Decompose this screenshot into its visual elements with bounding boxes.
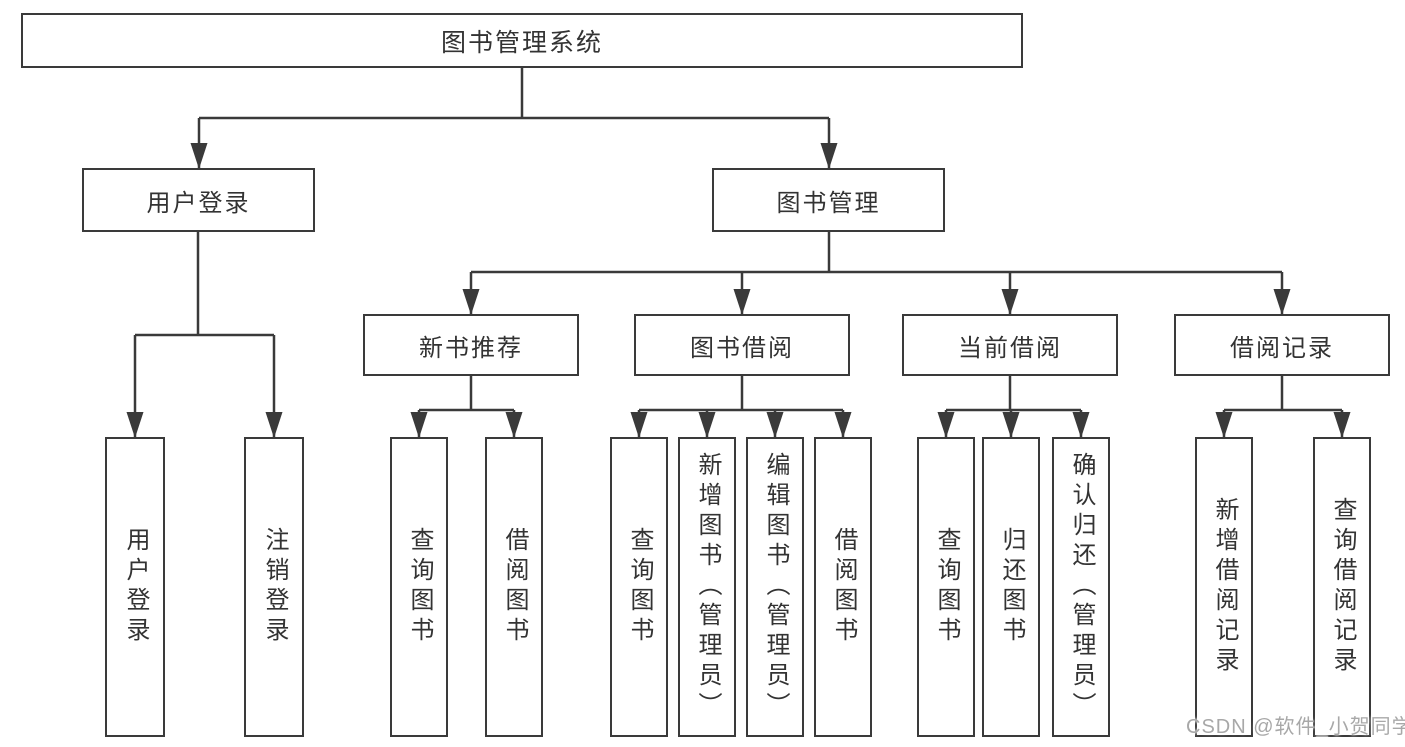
leaf-query-books-1: 查询图书 <box>390 437 448 737</box>
leaf-query-books-2: 查询图书 <box>610 437 668 737</box>
leaf-label: 查询图书 <box>933 527 960 647</box>
leaf-add-borrow-record: 新增借阅记录 <box>1195 437 1253 737</box>
leaf-query-borrow-record: 查询借阅记录 <box>1313 437 1371 737</box>
leaf-label: 借阅图书 <box>830 527 857 647</box>
leaf-label: 编辑图书（管理员） <box>762 452 789 722</box>
leaf-label: 新增图书（管理员） <box>694 452 721 722</box>
node-borrowing-records: 借阅记录 <box>1174 314 1390 376</box>
node-book-management: 图书管理 <box>712 168 945 232</box>
leaf-add-books-admin: 新增图书（管理员） <box>678 437 736 737</box>
leaf-confirm-return-admin: 确认归还（管理员） <box>1052 437 1110 737</box>
leaf-label: 确认归还（管理员） <box>1068 452 1095 722</box>
leaf-label: 查询借阅记录 <box>1329 497 1356 677</box>
leaf-label: 新增借阅记录 <box>1211 497 1238 677</box>
leaf-label: 用户登录 <box>122 527 149 647</box>
leaf-logout: 注销登录 <box>244 437 304 737</box>
node-book-borrowing: 图书借阅 <box>634 314 850 376</box>
leaf-label: 归还图书 <box>998 527 1025 647</box>
leaf-borrow-books-1: 借阅图书 <box>485 437 543 737</box>
node-current-borrowing: 当前借阅 <box>902 314 1118 376</box>
leaf-label: 借阅图书 <box>501 527 528 647</box>
csdn-watermark: CSDN @软件_小贺同学 <box>1186 716 1405 738</box>
node-new-book-recommendation: 新书推荐 <box>363 314 579 376</box>
leaf-return-books: 归还图书 <box>982 437 1040 737</box>
leaf-label: 注销登录 <box>261 527 288 647</box>
leaf-borrow-books-2: 借阅图书 <box>814 437 872 737</box>
leaf-edit-books-admin: 编辑图书（管理员） <box>746 437 804 737</box>
root-node-library-system: 图书管理系统 <box>21 13 1023 68</box>
leaf-query-books-3: 查询图书 <box>917 437 975 737</box>
leaf-user-login: 用户登录 <box>105 437 165 737</box>
leaf-label: 查询图书 <box>406 527 433 647</box>
node-user-login: 用户登录 <box>82 168 315 232</box>
leaf-label: 查询图书 <box>626 527 653 647</box>
